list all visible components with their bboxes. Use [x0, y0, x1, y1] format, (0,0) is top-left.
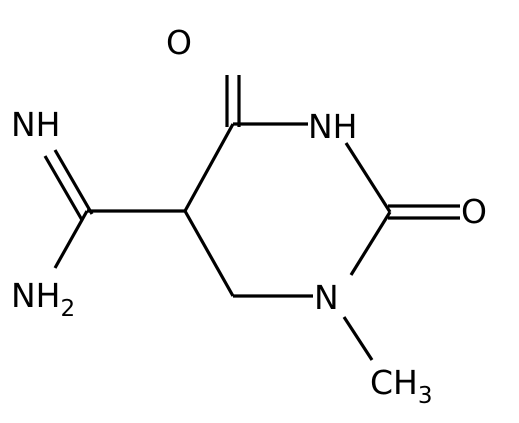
- bond-amidine-nh2: [53, 210, 89, 269]
- bond-c6-c5: [183, 210, 235, 297]
- bond-amidine-nh-double-a: [53, 149, 94, 215]
- bond-n1-methyl: [342, 316, 374, 361]
- atom-labels: O NH O N CH3 NH NH2: [11, 23, 487, 409]
- ring-nh-label: NH: [308, 107, 358, 146]
- methyl-subscript: 3: [418, 383, 433, 409]
- bonds: [43, 75, 460, 361]
- ring-n-methyl-label: N: [314, 278, 339, 317]
- oxygen-right-label: O: [461, 192, 487, 231]
- imine-nh-label: NH: [11, 105, 61, 144]
- bond-c5-c4: [183, 123, 235, 212]
- bond-amidine-nh-double-b: [43, 155, 84, 221]
- amine-nh2-label: NH2: [11, 276, 75, 322]
- bond-n3-c2: [344, 142, 392, 213]
- amine-main: NH: [11, 276, 61, 315]
- methyl-main: CH: [370, 363, 418, 402]
- methyl-label: CH3: [370, 363, 433, 409]
- oxygen-top-label: O: [166, 23, 192, 62]
- bond-c2-n1: [349, 211, 392, 276]
- amine-subscript: 2: [61, 296, 76, 322]
